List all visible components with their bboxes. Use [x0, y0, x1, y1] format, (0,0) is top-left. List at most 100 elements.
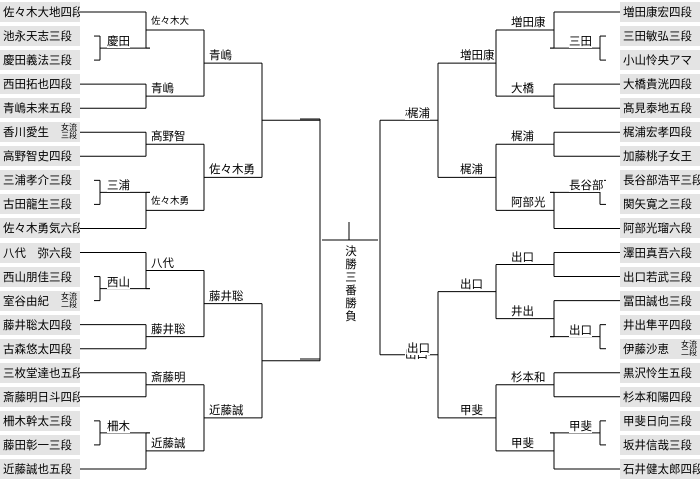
player-box: 池永天志三段: [0, 26, 80, 47]
player-name: 池永天志三段: [3, 29, 72, 44]
player-name: 八代 弥六段: [3, 245, 72, 260]
winner-label: 甲斐: [511, 435, 534, 450]
player-box: 大橋貴洸四段: [620, 74, 700, 95]
player-box: 古森悠太四段: [0, 338, 80, 359]
winner-label: 長谷部: [569, 178, 604, 193]
player-name: 増田康宏四段: [623, 5, 692, 19]
player-box: 坂井信哉三段: [620, 434, 700, 455]
player-name: 三枚堂達也五段: [3, 365, 80, 380]
winner-label: 増田康: [511, 15, 546, 30]
player-box: 室谷由紀女流二段: [0, 290, 80, 311]
player-name: 佐々木勇気六段: [3, 221, 80, 236]
player-box: 伊藤沙恵女流二段: [620, 338, 700, 359]
player-name: 慶田義法三段: [3, 53, 72, 68]
player-box: 西田拓也四段: [0, 74, 80, 95]
player-box: 斎藤明日斗四段: [0, 386, 80, 407]
player-box: 甲斐日向三段: [620, 410, 700, 431]
player-name: 髙見泰地五段: [623, 101, 692, 116]
player-name: 斎藤明日斗四段: [3, 389, 80, 404]
player-name: 梶浦宏孝四段: [623, 125, 692, 140]
player-box: 加藤桃子女王: [620, 146, 700, 167]
player-name: 柵木幹太三段: [3, 413, 72, 428]
player-box: 古田龍生三段: [0, 194, 80, 215]
player-name: 近藤誠也五段: [3, 461, 72, 476]
winner-label: 藤井聡: [151, 321, 186, 336]
winner-label: 近藤誠: [209, 402, 244, 417]
player-box: 関矢寛之三段: [620, 194, 700, 215]
player-name: 室谷由紀: [3, 293, 49, 308]
player-name: 阿部光瑠六段: [623, 221, 692, 236]
winner-label: 柵木: [107, 418, 130, 433]
player-box: 梶浦宏孝四段: [620, 122, 700, 143]
player-box: 青嶋未来五段: [0, 98, 80, 119]
player-name: 杉本和陽四段: [623, 389, 692, 404]
player-box: 柵木幹太三段: [0, 410, 80, 431]
player-title-line: 女流: [61, 291, 77, 301]
winner-label: 佐々木勇: [151, 196, 190, 209]
winner-label: 斎藤明: [151, 369, 186, 384]
player-box: 黒沢怜生五段: [620, 362, 700, 383]
player-box: 三枚堂達也五段: [0, 362, 80, 383]
player-box: 香川愛生女流三段: [0, 122, 80, 143]
winner-label: 三田: [569, 34, 592, 49]
player-box: 慶田義法三段: [0, 50, 80, 71]
winner-label: 三浦: [107, 178, 130, 193]
player-name: 藤田彰一三段: [3, 437, 72, 452]
final-label: 決勝三番勝負: [345, 244, 357, 323]
player-box: 長谷部浩平三段: [620, 170, 700, 191]
player-name: 冨田誠也三段: [623, 293, 692, 308]
winner-label: 西山: [107, 274, 130, 289]
winner-label: 出口: [511, 249, 534, 264]
player-name: 加藤桃子女王: [623, 149, 692, 164]
player-box: 高野智史四段: [0, 146, 80, 167]
winner-label: 佐々木大: [151, 16, 190, 29]
player-box: 西山朋佳三段: [0, 266, 80, 287]
player-box: 杉本和陽四段: [620, 386, 700, 407]
player-box: 井出隼平四段: [620, 314, 700, 335]
player-name: 小山怜央アマ: [623, 53, 692, 68]
player-title: 女流二段: [61, 291, 77, 309]
player-name: 黒沢怜生五段: [623, 365, 692, 380]
player-box: 冨田誠也三段: [620, 290, 700, 311]
winner-label: 青嶋: [151, 81, 174, 96]
player-box: 佐々木勇気六段: [0, 218, 80, 239]
player-box: 三田敏弘三段: [620, 26, 700, 47]
winner-label: 出口: [407, 340, 430, 355]
player-name: 澤田真吾六段: [623, 245, 692, 260]
winner-label: 出口: [460, 276, 483, 291]
winner-label: 髙野智: [151, 129, 186, 144]
winner-label: 梶浦: [511, 129, 534, 144]
player-box: 髙見泰地五段: [620, 98, 700, 119]
player-name: 関矢寛之三段: [623, 197, 692, 212]
player-box: 澤田真吾六段: [620, 242, 700, 263]
player-box: 三浦孝介三段: [0, 170, 80, 191]
player-title: 女流三段: [61, 124, 77, 140]
player-title-line: 女流: [61, 123, 77, 133]
player-title-line: 三段: [61, 131, 77, 141]
player-name: 古森悠太四段: [3, 341, 72, 356]
winner-label: 増田康: [460, 48, 495, 63]
player-title-line: 女流: [681, 339, 697, 349]
winner-label: 杉本和: [511, 369, 546, 384]
winner-label: 井出: [511, 303, 534, 318]
winner-label: 佐々木勇: [209, 162, 255, 177]
player-name: 佐々木大地四段: [3, 5, 80, 19]
player-name: 出口若武三段: [623, 269, 692, 284]
player-name: 藤井聡太四段: [3, 317, 72, 332]
player-name: 石井健太郎四段: [623, 461, 700, 476]
player-name: 坂井信哉三段: [623, 437, 692, 452]
player-box: 増田康宏四段: [620, 2, 700, 22]
player-title: 女流二段: [681, 339, 697, 357]
player-name: 大橋貴洸四段: [623, 77, 692, 92]
winner-label: 甲斐: [569, 418, 592, 433]
winner-label: 阿部光: [511, 195, 546, 210]
player-box: 藤田彰一三段: [0, 434, 80, 455]
player-name: 甲斐日向三段: [623, 413, 692, 428]
winner-label: 梶浦: [407, 106, 430, 121]
player-name: 香川愛生: [3, 125, 49, 140]
player-title-line: 二段: [681, 347, 697, 357]
player-name: 古田龍生三段: [3, 197, 72, 212]
player-title-line: 二段: [61, 299, 77, 309]
winner-label: 青嶋: [209, 48, 232, 63]
